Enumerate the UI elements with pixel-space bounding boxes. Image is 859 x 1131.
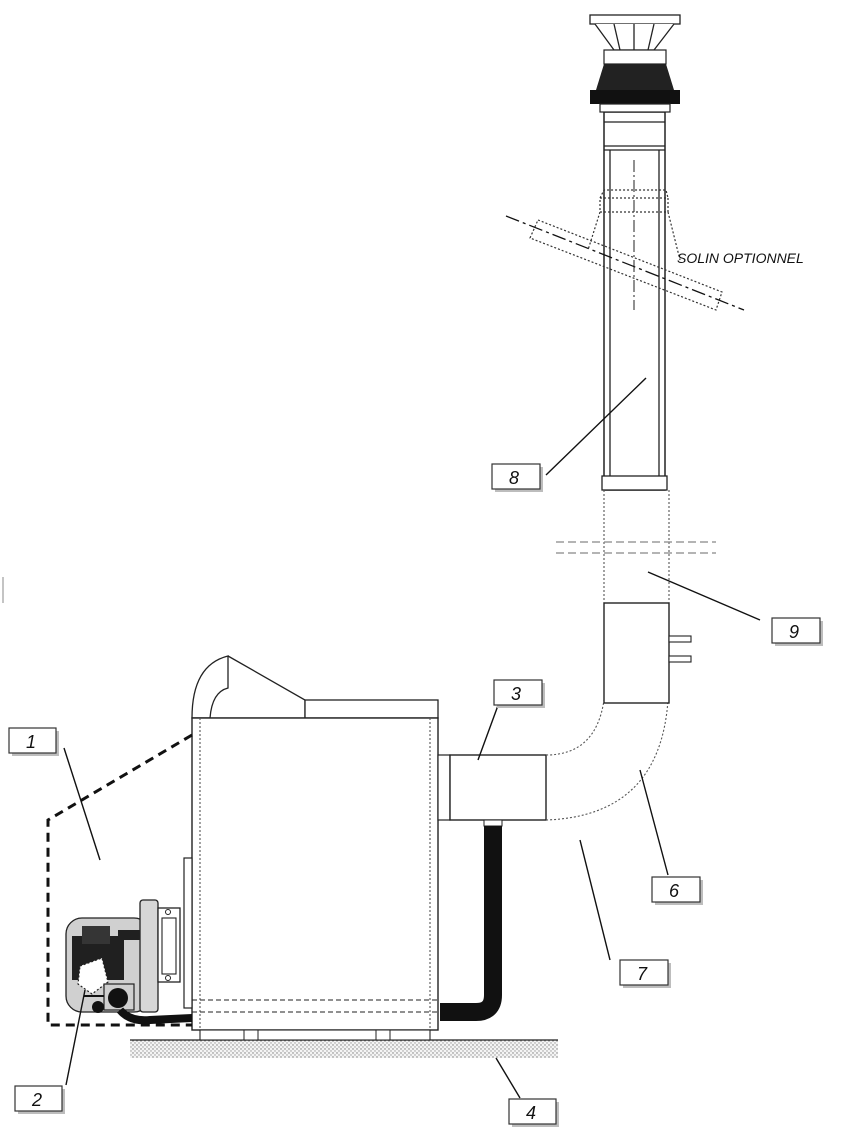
flue-elbow <box>545 602 692 821</box>
burner-assembly <box>65 899 193 1025</box>
label-7-text: 7 <box>637 964 648 984</box>
condensate-hose <box>440 819 503 1021</box>
label-4-text: 4 <box>526 1103 536 1123</box>
label-6: 6 <box>651 876 703 905</box>
label-2: 2 <box>14 1085 65 1114</box>
label-7: 7 <box>619 959 671 988</box>
label-2-text: 2 <box>31 1090 42 1110</box>
label-3: 3 <box>493 679 545 708</box>
label-1: 1 <box>8 727 59 756</box>
label-6-text: 6 <box>669 881 680 901</box>
label-8-text: 8 <box>509 468 519 488</box>
floor <box>130 1039 558 1058</box>
label-1-text: 1 <box>26 732 36 752</box>
vent-termination-cap <box>589 14 681 113</box>
label-9-text: 9 <box>789 622 799 642</box>
optional-flashing <box>505 189 745 311</box>
label-4: 4 <box>508 1098 559 1127</box>
boiler-body <box>183 655 439 1041</box>
leader-lines <box>63 377 761 1099</box>
burner-cover-outline <box>46 733 193 1027</box>
label-8: 8 <box>491 463 543 492</box>
label-3-text: 3 <box>511 684 521 704</box>
wall-section <box>556 490 716 603</box>
flashing-note: SOLIN OPTIONNEL <box>677 250 804 266</box>
label-9: 9 <box>771 617 823 646</box>
vent-pipe <box>601 111 668 491</box>
flue-connector <box>437 754 547 821</box>
